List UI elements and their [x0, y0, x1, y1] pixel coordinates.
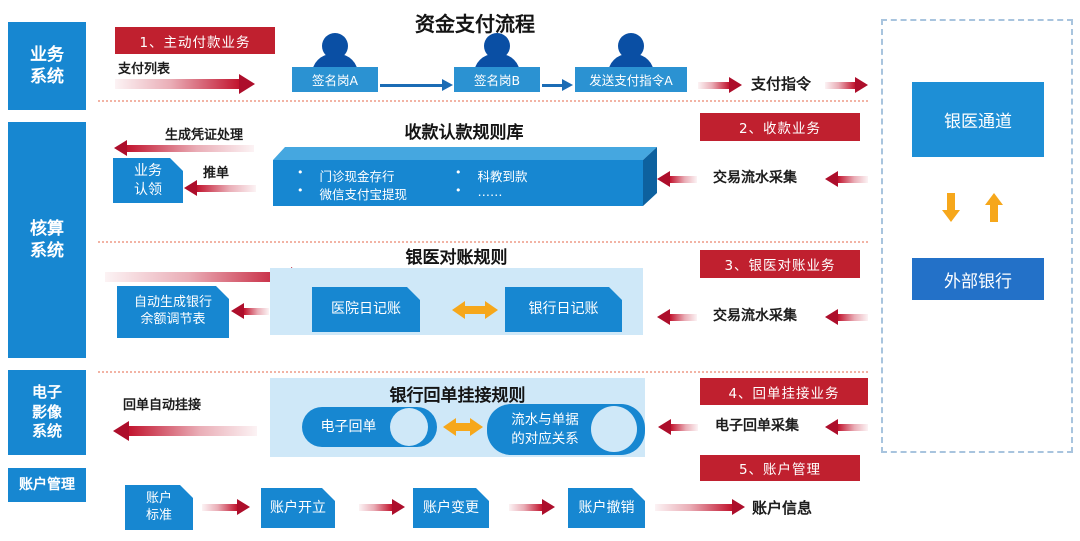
reconciliation-title: 银医对账规则: [405, 248, 508, 268]
arrow-right: [115, 74, 255, 94]
arrow-down-icon: [941, 193, 961, 222]
bank-channel-panel: 银医通道 外部银行: [881, 19, 1073, 453]
e-receipt-shape: 电子回单: [302, 407, 437, 447]
arrow-left: [113, 421, 257, 441]
flow-mapping-label: 流水与单据 的对应关系: [511, 412, 579, 447]
account-change-box: 账户变更: [413, 488, 489, 528]
flow-mapping-shape: 流水与单据 的对应关系: [487, 404, 645, 455]
account-cancel-box: 账户撤销: [568, 488, 645, 528]
auto-attach-label: 回单自动挂接: [123, 398, 202, 413]
banner-step4: 4、回单挂接业务: [700, 378, 868, 405]
arrow-up-icon: [984, 193, 1004, 222]
section-divider-2: [98, 241, 868, 243]
arrow-left: [657, 171, 697, 187]
box-side-face: [643, 147, 657, 206]
arrow-right: [359, 499, 405, 515]
rule-item: •微信支付宝提现: [297, 184, 408, 202]
arrow-left: [825, 171, 868, 187]
system-accounting: 核算 系统: [8, 122, 86, 358]
arrow-left: [184, 180, 256, 196]
arrow-blue-right: [542, 79, 573, 91]
external-bank-box: 外部银行: [912, 258, 1044, 300]
bank-journal-box: 银行日记账: [505, 287, 622, 332]
arrow-right: [509, 499, 555, 515]
person-sign-post-b: 签名岗B: [454, 33, 540, 92]
auto-report-box: 自动生成银行 余额调节表: [117, 286, 229, 338]
account-info-label: 账户信息: [752, 499, 813, 517]
page-title: 资金支付流程: [415, 12, 535, 36]
person-label: 签名岗B: [454, 67, 540, 92]
transaction-collect-label: 交易流水采集: [713, 308, 797, 324]
banner-step5: 5、账户管理: [700, 455, 860, 481]
payment-list-label: 支付列表: [118, 62, 171, 77]
push-order-label: 推单: [203, 166, 230, 181]
banner-step2: 2、收款业务: [700, 113, 860, 141]
arrow-double-yellow: [443, 418, 483, 436]
bank-medical-channel-box: 银医通道: [912, 82, 1044, 157]
section-divider-3: [98, 371, 868, 373]
system-account-mgmt: 账户管理: [8, 468, 86, 502]
arrow-left: [825, 419, 868, 435]
person-label: 签名岗A: [292, 67, 378, 92]
arrow-left: [658, 419, 698, 435]
receipt-attach-title: 银行回单挂接规则: [389, 386, 526, 406]
arrow-right: [698, 77, 742, 93]
arrow-double-yellow: [452, 301, 498, 319]
rule-library-3d-box: •门诊现金存行 •微信支付宝提现 •科教到款 •……: [273, 147, 657, 206]
banner-step3: 3、银医对账业务: [700, 250, 860, 278]
rule-item: •门诊现金存行: [297, 166, 395, 184]
arrow-blue-right: [380, 79, 453, 91]
person-send-instruction: 发送支付指令A: [575, 33, 687, 92]
box-top-face: [273, 147, 657, 160]
account-open-box: 账户开立: [261, 488, 335, 528]
section-divider-1: [98, 100, 868, 102]
account-standard-box: 账户 标准: [125, 485, 193, 530]
arrow-left: [114, 140, 254, 156]
rule-library-title: 收款认款规则库: [404, 123, 524, 143]
transaction-collect-label: 交易流水采集: [713, 170, 797, 186]
business-claim-box: 业务 认领: [113, 158, 183, 203]
arrow-left: [825, 309, 868, 325]
arrow-right: [655, 499, 745, 515]
arrow-right: [202, 499, 250, 515]
banner-step1: 1、主动付款业务: [115, 27, 275, 54]
rule-item: •科教到款: [455, 166, 528, 184]
e-receipt-label: 电子回单: [320, 418, 377, 435]
system-e-image: 电子 影像 系统: [8, 370, 86, 455]
payment-instruction-label: 支付指令: [751, 75, 812, 93]
hospital-journal-box: 医院日记账: [312, 287, 420, 332]
box-front-face: [273, 160, 643, 206]
voucher-label: 生成凭证处理: [165, 128, 244, 143]
rule-item: •……: [455, 184, 503, 199]
arrow-right: [825, 77, 868, 93]
e-receipt-collect-label: 电子回单采集: [715, 418, 799, 434]
person-sign-post-a: 签名岗A: [292, 33, 378, 92]
arrow-left: [657, 309, 697, 325]
person-label: 发送支付指令A: [575, 67, 687, 92]
arrow-left: [231, 303, 269, 319]
system-business: 业务 系统: [8, 22, 86, 110]
